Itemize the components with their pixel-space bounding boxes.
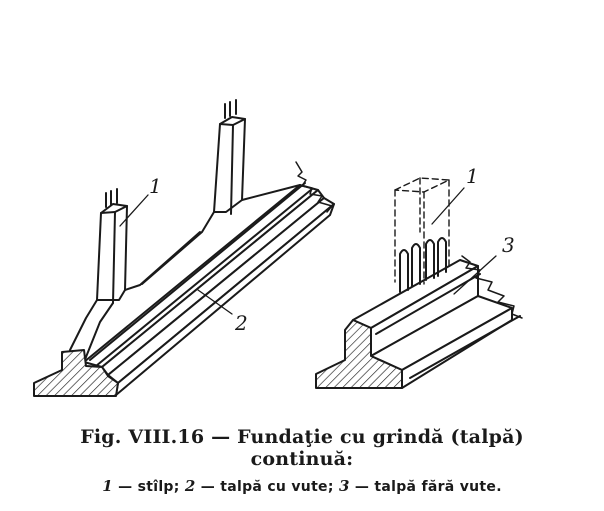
callout-label-2: 2 <box>234 311 248 335</box>
legend-num-1: 1 <box>102 477 113 495</box>
beam-section-hatched-right <box>315 319 403 389</box>
callout-label-1-right: 1 <box>466 164 479 188</box>
flange-front-face <box>115 203 335 396</box>
column-left <box>96 203 128 301</box>
caption-title-line1: Fig. VIII.16 — Fundaţie cu grindă (talpă… <box>80 426 524 448</box>
column-dashed <box>394 177 450 285</box>
caption-title-line2: continuă: <box>250 448 354 470</box>
legend-text-2: — talpă cu vute; <box>200 479 334 495</box>
callout-label-1-left: 1 <box>149 174 162 198</box>
legend-text-1: — stîlp; <box>118 479 180 495</box>
beam-front-face <box>101 189 325 376</box>
column-right <box>213 116 246 213</box>
beam-section-hatched <box>33 349 119 397</box>
callout-label-3: 3 <box>502 233 515 257</box>
figure-caption-legend: 1 — stîlp; 2 — talpă cu vute; 3 — talpă … <box>0 477 604 495</box>
figure-caption-title: Fig. VIII.16 — Fundaţie cu grindă (talpă… <box>0 426 604 470</box>
flange-top-surface <box>107 197 335 384</box>
beam-without-haunches-drawing <box>315 177 523 389</box>
beam-with-haunches-drawing <box>33 99 335 397</box>
legend-text-3: — talpă fără vute. <box>354 479 502 495</box>
legend-num-2: 2 <box>184 477 196 495</box>
legend-num-3: 3 <box>338 477 350 495</box>
